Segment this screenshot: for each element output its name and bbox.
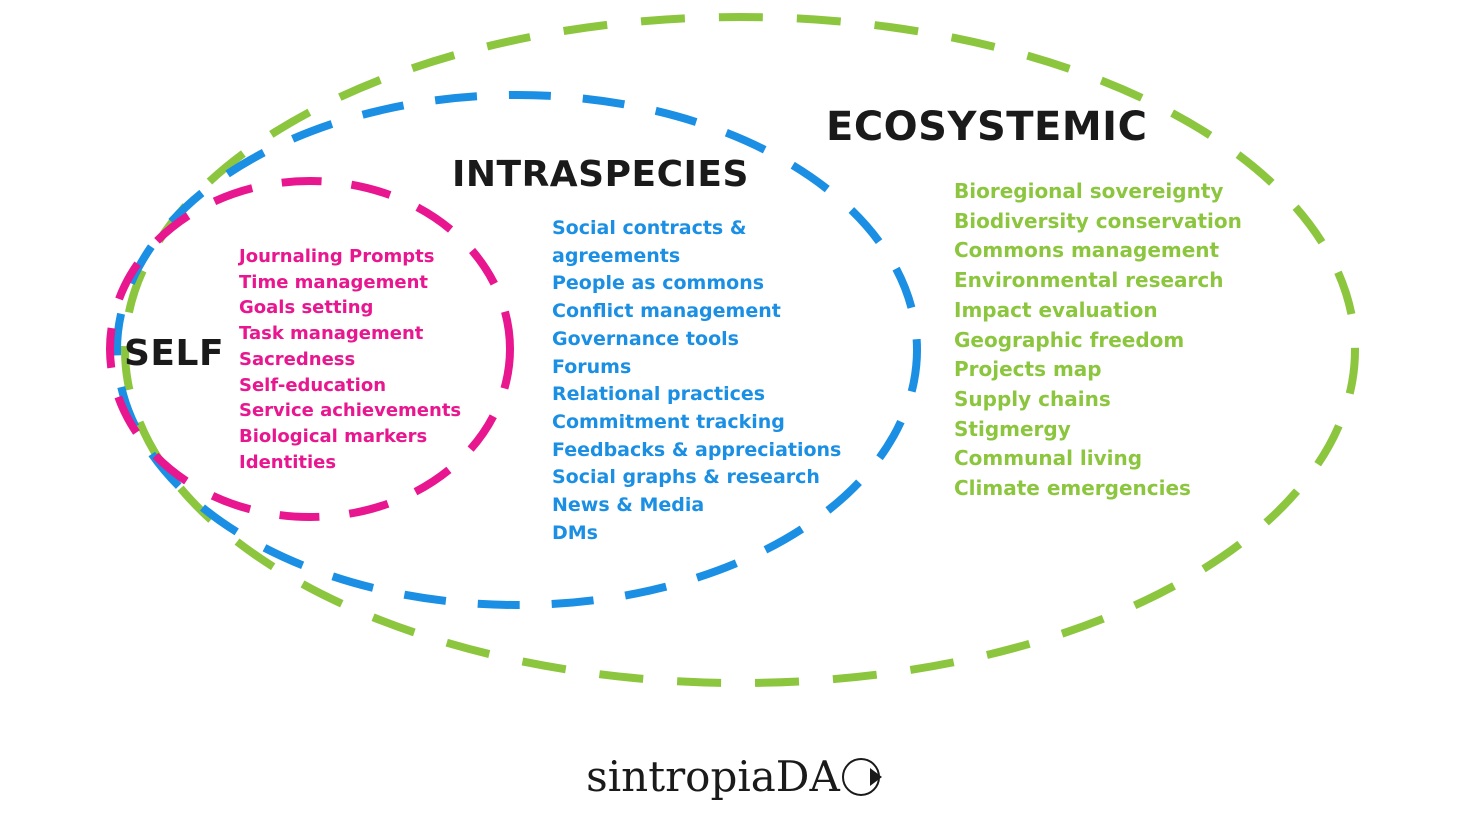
intraspecies-topic-item: News & Media <box>552 494 705 517</box>
intraspecies-topic-item: Governance tools <box>552 327 739 350</box>
ecosystemic-topic-item: Geographic freedom <box>954 327 1185 352</box>
ecosystemic-topic-item: Impact evaluation <box>954 297 1158 322</box>
self-topic-item: Identities <box>239 451 337 473</box>
intraspecies-topic-item: Social contracts & <box>552 217 747 239</box>
self-title: SELF <box>124 333 225 374</box>
ecosystemic-topic-item: Stigmergy <box>954 416 1071 441</box>
intraspecies-title: INTRASPECIES <box>452 154 749 195</box>
intraspecies-topic-item: People as commons <box>552 272 765 295</box>
ecosystemic-title: ECOSYSTEMIC <box>826 104 1148 150</box>
self-topic-item: Biological markers <box>239 425 428 447</box>
self-topic-item: Self-education <box>239 374 387 396</box>
intraspecies-topic-item: DMs <box>552 521 598 544</box>
intraspecies-topic-item: agreements <box>552 244 681 267</box>
ecosystemic-topic-item: Supply chains <box>954 386 1111 411</box>
intraspecies-topic-item: Relational practices <box>552 383 766 406</box>
logo-circle-icon <box>841 758 882 796</box>
intraspecies-topic-item: Feedbacks & appreciations <box>552 438 842 461</box>
sintropiadao-logo: sintropiaDA <box>0 752 1466 801</box>
intraspecies-topic-item: Commitment tracking <box>552 410 785 433</box>
ecosystemic-topic-item: Communal living <box>954 446 1143 471</box>
self-ring <box>106 177 514 521</box>
self-topic-item: Service achievements <box>239 400 462 422</box>
self-topic-item: Task management <box>239 323 424 345</box>
intraspecies-topic-item: Conflict management <box>552 300 781 323</box>
ecosystemic-topic-item: Bioregional sovereignty <box>954 179 1224 203</box>
ecosystemic-topic-item: Environmental research <box>954 268 1224 293</box>
ecosystemic-ring <box>121 13 1359 687</box>
ecosystemic-topic-item: Projects map <box>954 357 1102 382</box>
ecosystemic-topic-item: Biodiversity conservation <box>954 208 1242 233</box>
ecosystemic-topic-item: Commons management <box>954 238 1220 263</box>
intraspecies-topic-item: Social graphs & research <box>552 466 820 489</box>
self-topic-item: Sacredness <box>239 348 356 370</box>
intraspecies-ring <box>113 91 921 609</box>
intraspecies-topic-item: Forums <box>552 355 632 378</box>
self-topic-item: Goals setting <box>239 297 374 319</box>
self-topic-item: Time management <box>239 271 429 293</box>
ecosystemic-topic-item: Climate emergencies <box>954 476 1191 501</box>
self-topic-item: Journaling Prompts <box>239 246 435 267</box>
logo-wordmark: sintropiaDA <box>586 752 840 801</box>
